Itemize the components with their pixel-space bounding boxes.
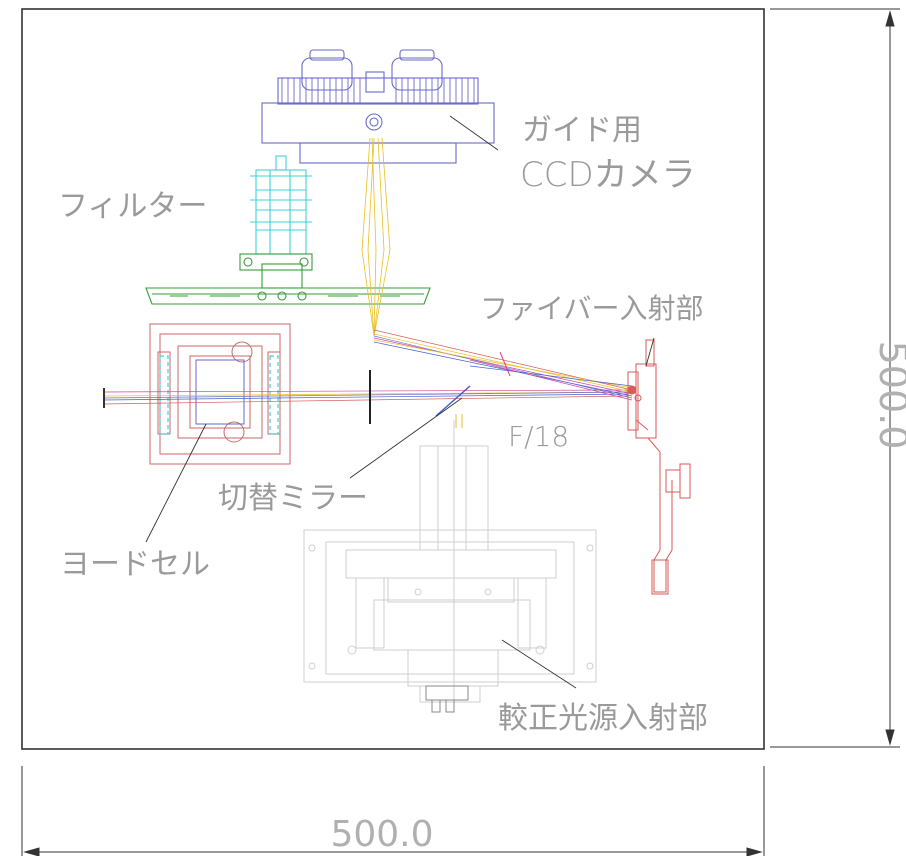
filter-base bbox=[239, 253, 313, 301]
main-beam bbox=[103, 388, 629, 408]
label-f-ratio: F/18 bbox=[508, 420, 569, 453]
guide-beam bbox=[361, 137, 391, 337]
fiber-beam-fan bbox=[373, 329, 633, 401]
label-calibration-entrance: 較正光源入射部 bbox=[498, 701, 708, 736]
label-guide-ccd-line1: ガイド用 bbox=[522, 113, 642, 148]
label-iodine-cell: ヨードセル bbox=[60, 547, 210, 582]
label-switching-mirror: 切替ミラー bbox=[218, 481, 368, 516]
height-dimension bbox=[770, 8, 900, 748]
label-filter: フィルター bbox=[58, 189, 207, 224]
height-dimension-label: 500.0 bbox=[871, 341, 906, 450]
switching-mirror bbox=[369, 370, 471, 428]
label-fiber-entrance: ファイバー入射部 bbox=[480, 292, 703, 325]
iodine-cell-inner bbox=[195, 359, 245, 425]
bench-frame bbox=[21, 8, 765, 750]
fiber-entrance-mount bbox=[627, 339, 691, 595]
label-guide-ccd-line2: CCDカメラ bbox=[520, 155, 696, 195]
iodine-cell bbox=[149, 323, 291, 465]
leader-lines bbox=[145, 115, 655, 689]
calibration-source bbox=[303, 420, 597, 703]
width-dimension-label: 500.0 bbox=[330, 814, 433, 855]
width-dimension bbox=[21, 766, 765, 856]
calibration-connector bbox=[425, 685, 469, 713]
filter-unit bbox=[250, 155, 312, 255]
ccd-camera bbox=[261, 49, 495, 164]
mounting-plate bbox=[145, 287, 431, 305]
